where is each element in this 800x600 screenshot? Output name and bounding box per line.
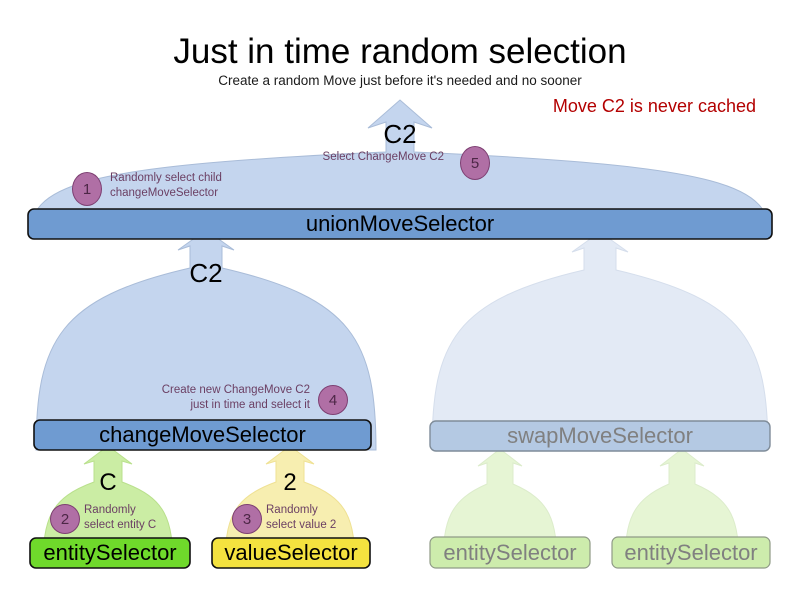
bar-value-selector-left xyxy=(211,537,371,569)
payload-entity-left: C xyxy=(99,469,117,496)
step-2-text: Randomly select entity C xyxy=(84,504,157,531)
bar-union-move-selector xyxy=(27,208,773,240)
step-5-text: Select ChangeMove C2 xyxy=(322,151,444,163)
bar-change-move-selector xyxy=(33,419,372,451)
payload-value-left: 2 xyxy=(283,469,297,496)
bar-entity-right-2 xyxy=(611,536,771,569)
step-4-badge: 4 xyxy=(318,385,348,415)
dome-union-move-selector xyxy=(29,99,771,239)
step-3-badge: 3 xyxy=(232,504,262,534)
callout-never-cached: Move C2 is never cached xyxy=(552,96,756,116)
payload-union: C2 xyxy=(383,119,417,149)
page-title: Just in time random selection xyxy=(173,32,627,71)
dome-swap xyxy=(431,231,769,451)
page-subtitle: Create a random Move just before it's ne… xyxy=(218,73,582,88)
step-5-badge: 5 xyxy=(460,146,490,180)
bar-entity-selector-left xyxy=(29,537,191,569)
step-1-text: Randomly select child changeMoveSelector xyxy=(110,172,222,199)
step-1-badge: 1 xyxy=(72,172,102,206)
dome-change-move-selector xyxy=(35,229,377,451)
payload-change: C2 xyxy=(189,258,223,288)
step-2-badge: 2 xyxy=(50,504,80,534)
bar-entity-right-1 xyxy=(429,536,591,569)
bar-swap-move-selector xyxy=(429,420,771,452)
step-4-text: Create new ChangeMove C2 just in time an… xyxy=(161,384,310,411)
step-3-text: Randomly select value 2 xyxy=(266,504,337,531)
